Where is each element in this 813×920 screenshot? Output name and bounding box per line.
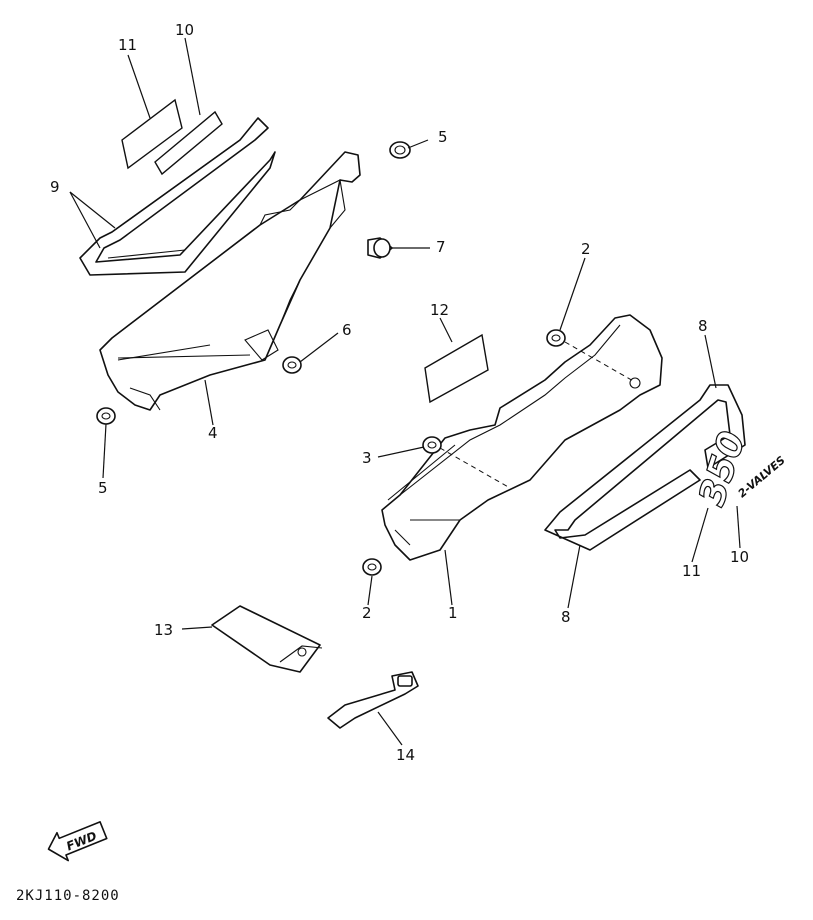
fwd-arrow: FWD <box>47 821 108 862</box>
callout-6: 6 <box>342 321 352 339</box>
hidden-line-grommet-3 <box>439 447 511 489</box>
decal-10-upper <box>154 110 223 176</box>
right-side-cover-1 <box>381 314 663 561</box>
callout-5-lower: 5 <box>98 479 108 497</box>
collar-7 <box>367 237 393 259</box>
callout-5-upper: 5 <box>438 128 448 146</box>
grommet-5-upper <box>389 141 411 159</box>
callout-10-upper: 10 <box>175 21 194 39</box>
grommet-2-lower <box>362 558 382 576</box>
callout-2-upper: 2 <box>581 240 591 258</box>
callout-9: 9 <box>50 178 60 196</box>
callout-7: 7 <box>436 238 446 256</box>
callout-14: 14 <box>396 746 415 764</box>
callout-8-lower: 8 <box>561 608 571 626</box>
grommet-3 <box>422 436 442 454</box>
callout-12: 12 <box>430 301 449 319</box>
emblem-350: 350 2-VALVES <box>691 426 788 511</box>
fwd-arrow-shape <box>47 821 108 862</box>
tool-bag-13 <box>211 605 323 673</box>
hidden-line-grommet-2 <box>564 341 636 383</box>
callout-4: 4 <box>208 424 218 442</box>
decal-11-upper <box>121 98 183 170</box>
leader-lines <box>69 37 741 746</box>
callout-8-upper: 8 <box>698 317 708 335</box>
decal-12 <box>424 333 489 404</box>
grommet-2-upper <box>546 329 566 347</box>
callout-11-lower: 11 <box>682 562 701 580</box>
left-emblem-strip-9 <box>79 117 276 276</box>
right-emblem-strip-8 <box>544 384 746 551</box>
callout-10-lower: 10 <box>730 548 749 566</box>
collar-6 <box>282 356 302 374</box>
grommet-5-lower <box>96 407 116 425</box>
left-cover-bracket-4 <box>99 151 361 411</box>
callout-11-upper: 11 <box>118 36 137 54</box>
callout-1: 1 <box>448 604 458 622</box>
callout-3: 3 <box>362 449 372 467</box>
strap-14 <box>327 671 419 729</box>
callout-13: 13 <box>154 621 173 639</box>
diagram-code: 2KJ110-8200 <box>16 888 120 904</box>
callouts: 11 10 9 5 7 6 4 5 2 12 3 2 1 8 8 11 10 1… <box>50 21 749 764</box>
callout-2-lower: 2 <box>362 604 372 622</box>
